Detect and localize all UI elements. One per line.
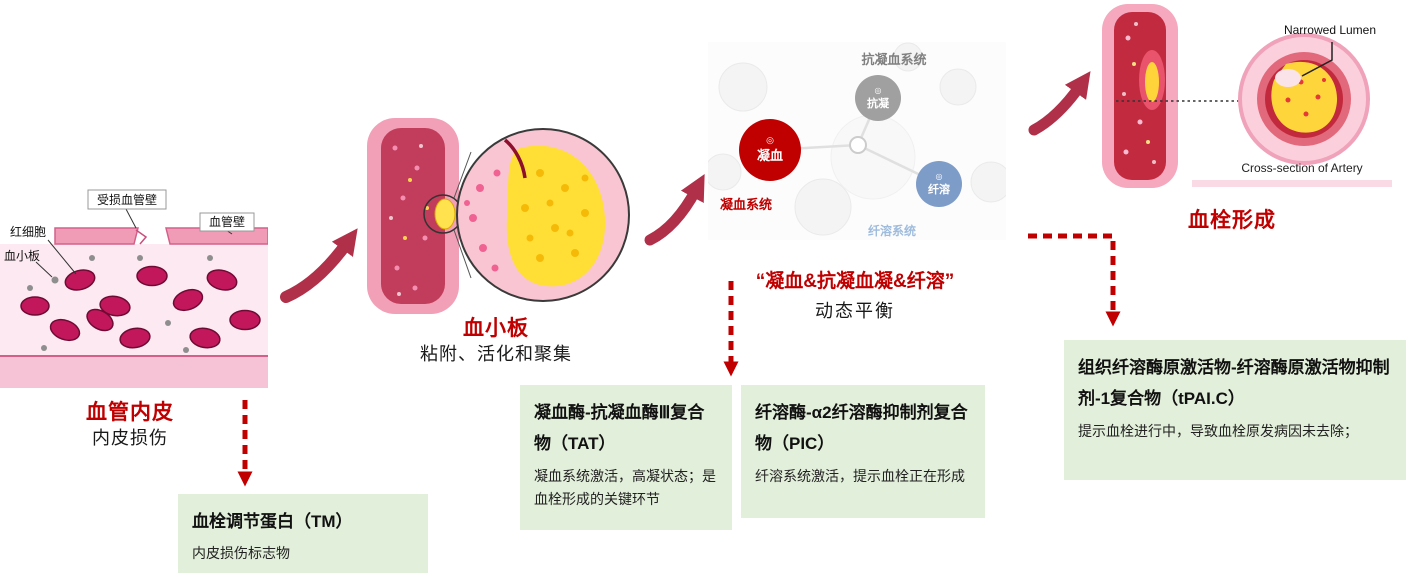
callout-pic: 纤溶酶-α2纤溶酶抑制剂复合物（PIC） 纤溶系统激活，提示血栓正在形成	[741, 385, 985, 518]
callout-tpaic: 组织纤溶酶原激活物-纤溶酶原激活物抑制剂-1复合物（tPAI.C） 提示血栓进行…	[1064, 340, 1406, 480]
anticoagulation-node-label: 抗凝	[867, 96, 890, 110]
artery-thrombus-illustration: Narrowed Lumen Cross-section of Artery	[1102, 4, 1392, 188]
network-hub	[849, 136, 867, 154]
stage3-subtitle: 动态平衡	[815, 301, 895, 321]
vessel-wall-bottom	[0, 356, 268, 388]
coagulation-node-label: 凝血	[757, 148, 783, 163]
callout-tat-desc: 凝血系统激活，高凝状态；是血栓形成的关键环节	[534, 467, 716, 507]
stage1-title: 血管内皮	[86, 401, 174, 424]
fibrinolysis-node-label: 纤溶	[928, 182, 950, 196]
narrowed-lumen-pointer	[1301, 42, 1333, 77]
coagulation-node-icon: ◎	[766, 135, 774, 145]
narrowed-lumen-opening	[1275, 69, 1301, 87]
callout-pic-title: 纤溶酶-α2纤溶酶抑制剂复合物（PIC）	[755, 403, 968, 454]
vessel-injury-illustration: 受损血管壁 血管壁 红细胞 血小板	[0, 189, 268, 388]
callout-tat-title: 凝血酶-抗凝血酶Ⅲ复合物（TAT）	[534, 403, 705, 454]
callout-tpaic-title: 组织纤溶酶原激活物-纤溶酶原激活物抑制剂-1复合物（tPAI.C）	[1078, 358, 1390, 409]
red-blood-cells	[20, 265, 261, 349]
mural-thrombus	[434, 198, 456, 230]
anticoagulation-system-label: 抗凝血系统	[861, 52, 926, 67]
fibrinolysis-system-label: 纤溶系统	[868, 223, 916, 238]
anticoagulation-node: ◎ 抗凝	[855, 75, 901, 121]
callout-pic-desc: 纤溶系统激活，提示血栓正在形成	[755, 467, 965, 484]
vessel-longitudinal	[367, 118, 463, 314]
artery-cross-section	[1238, 33, 1370, 165]
narrowed-lumen-label: Narrowed Lumen	[1284, 23, 1376, 37]
callout-tpaic-desc: 提示血栓进行中，导致血栓原发病因未去除；	[1078, 422, 1358, 439]
label-red-cell: 红细胞	[10, 224, 46, 239]
callout-tm-title: 血栓调节蛋白（TM）	[192, 512, 353, 531]
stage2-title: 血小板	[463, 317, 529, 340]
clot-streak	[503, 138, 527, 179]
label-leader-lines	[35, 208, 233, 278]
dashed-arrow-tpaic	[1028, 233, 1121, 327]
label-platelet: 血小板	[4, 249, 40, 263]
platelet-aggregation-illustration	[367, 118, 630, 314]
callout-tm-desc: 内皮损伤标志物	[192, 545, 290, 562]
fibrinolysis-node: ◎ 纤溶	[916, 161, 962, 207]
cross-section-label: Cross-section of Artery	[1241, 161, 1362, 175]
zoom-circle	[456, 128, 630, 302]
stage3-title: “凝血&抗凝血凝&纤溶”	[755, 271, 955, 292]
coagulation-node: ◎ 凝血	[739, 119, 801, 181]
flow-arrow-3	[1028, 71, 1091, 136]
label-damaged-wall: 受损血管壁	[97, 192, 157, 207]
coagulation-balance-diagram: ◎ 凝血 ◎ 抗凝 ◎ 纤溶 抗凝血系统 凝血系统 纤溶系统	[708, 42, 1006, 240]
callout-tm: 血栓调节蛋白（TM） 内皮损伤标志物	[178, 494, 428, 573]
fibrinolysis-node-icon: ◎	[936, 172, 943, 181]
stage4-title: 血栓形成	[1188, 209, 1276, 232]
stage1-subtitle: 内皮损伤	[92, 428, 168, 448]
callout-tat: 凝血酶-抗凝血酶Ⅲ复合物（TAT） 凝血系统激活，高凝状态；是血栓形成的关键环节	[520, 385, 732, 530]
label-vessel-wall: 血管壁	[209, 214, 245, 229]
stage2-subtitle: 粘附、活化和聚集	[420, 344, 572, 364]
coagulation-system-label: 凝血系统	[720, 197, 772, 212]
flow-arrow-2	[644, 173, 705, 246]
flow-arrow-1	[280, 228, 358, 303]
anticoagulation-node-icon: ◎	[875, 86, 882, 95]
platelet-mass	[506, 145, 606, 287]
platelet-dots	[27, 255, 213, 353]
artery-longitudinal	[1102, 4, 1178, 188]
